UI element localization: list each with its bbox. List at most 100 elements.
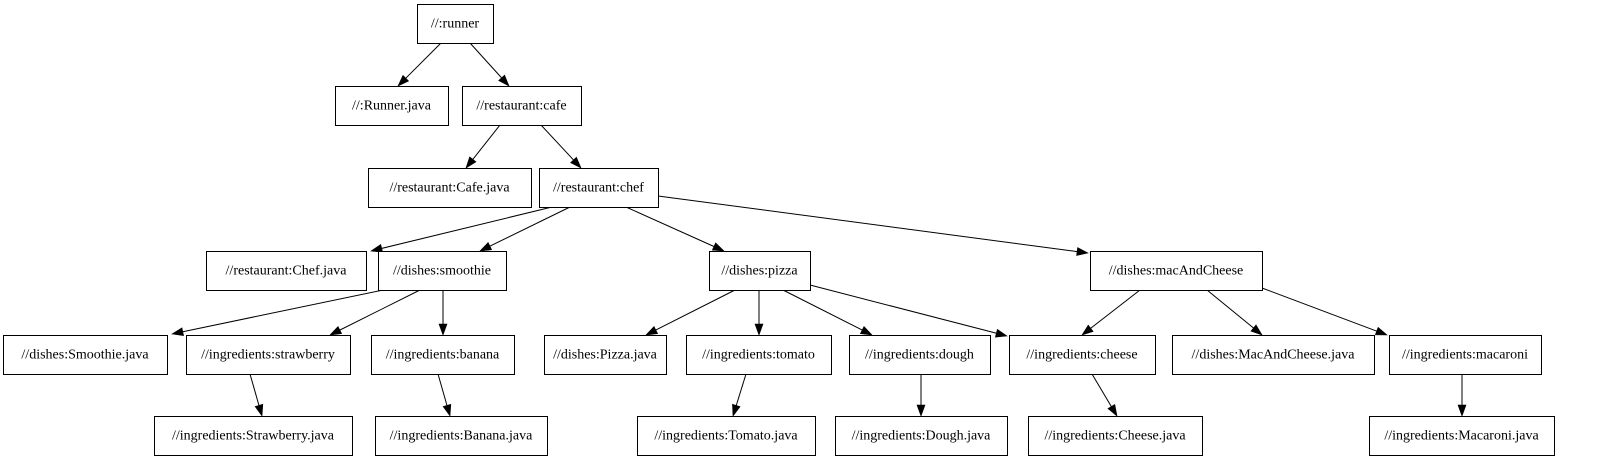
- edges-layer: [171, 42, 1467, 417]
- edge-arrowhead-icon: [994, 328, 1008, 338]
- edge-line: [488, 206, 571, 248]
- node-box[interactable]: [417, 4, 494, 44]
- node-box[interactable]: [375, 416, 548, 456]
- node-strawberry_java[interactable]: //ingredients:Strawberry.java: [154, 416, 353, 456]
- edge-line: [809, 284, 998, 335]
- node-pizza_java[interactable]: //dishes:Pizza.java: [544, 335, 667, 375]
- edge-line: [1206, 289, 1255, 330]
- edge-arrowhead-icon: [442, 403, 452, 417]
- node-ing_dough[interactable]: //ingredients:dough: [849, 335, 991, 375]
- node-ing_strawberry[interactable]: //ingredients:strawberry: [186, 335, 351, 375]
- node-dishes_macandchee[interactable]: //dishes:macAndCheese: [1090, 251, 1263, 291]
- node-box[interactable]: [3, 335, 168, 375]
- edge-arrowhead-icon: [254, 403, 264, 417]
- node-smoothie_java[interactable]: //dishes:Smoothie.java: [3, 335, 168, 375]
- edge-restaurant_chef-to-dishes_macandchee: [657, 195, 1089, 256]
- edge-arrowhead-icon: [1457, 404, 1467, 417]
- edge-line: [249, 373, 260, 407]
- node-restaurant_cafe[interactable]: //restaurant:cafe: [462, 86, 582, 126]
- edge-arrowhead-icon: [711, 242, 725, 252]
- edge-ing_cheese-to-cheese_java: [1091, 373, 1118, 417]
- edge-line: [654, 289, 736, 332]
- edge-dishes_pizza-to-ing_cheese: [809, 284, 1008, 338]
- node-runner[interactable]: //:runner: [417, 4, 494, 44]
- edge-dishes_pizza-to-pizza_java: [645, 289, 736, 336]
- node-chef_java[interactable]: //restaurant:Chef.java: [206, 251, 367, 291]
- node-dishes_smoothie[interactable]: //dishes:smoothie: [378, 251, 507, 291]
- node-runner_java[interactable]: //:Runner.java: [335, 86, 449, 126]
- node-box[interactable]: [206, 251, 367, 291]
- edge-runner-to-runner_java: [397, 42, 442, 87]
- edge-line: [625, 206, 716, 248]
- node-dishes_pizza[interactable]: //dishes:pizza: [709, 251, 811, 291]
- edge-line: [380, 206, 553, 250]
- edge-arrowhead-icon: [1081, 324, 1094, 336]
- node-box[interactable]: [539, 168, 659, 208]
- node-tomato_java[interactable]: //ingredients:Tomato.java: [637, 416, 816, 456]
- node-ing_tomato[interactable]: //ingredients:tomato: [686, 335, 832, 375]
- edge-arrowhead-icon: [465, 156, 477, 169]
- node-box[interactable]: [154, 416, 353, 456]
- edge-restaurant_chef-to-dishes_pizza: [625, 206, 725, 252]
- edge-line: [469, 42, 503, 80]
- edge-dishes_pizza-to-ing_tomato: [754, 290, 764, 336]
- node-ing_macaroni[interactable]: //ingredients:macaroni: [1389, 335, 1542, 375]
- node-ing_banana[interactable]: //ingredients:banana: [371, 335, 515, 375]
- edge-arrowhead-icon: [570, 156, 582, 169]
- edge-line: [1261, 287, 1379, 333]
- node-box[interactable]: [835, 416, 1008, 456]
- node-ing_cheese[interactable]: //ingredients:cheese: [1009, 335, 1156, 375]
- node-box[interactable]: [1369, 416, 1555, 456]
- edge-line: [540, 124, 575, 162]
- edge-restaurant_cafe-to-cafe_java: [465, 124, 501, 169]
- edge-arrowhead-icon: [498, 74, 510, 87]
- node-dough_java[interactable]: //ingredients:Dough.java: [835, 416, 1008, 456]
- node-box[interactable]: [371, 335, 515, 375]
- edge-line: [782, 289, 864, 332]
- node-box[interactable]: [186, 335, 351, 375]
- edge-arrowhead-icon: [732, 403, 741, 417]
- node-box[interactable]: [1389, 335, 1542, 375]
- node-box[interactable]: [462, 86, 582, 126]
- edge-arrowhead-icon: [397, 74, 410, 87]
- node-macaroni_java[interactable]: //ingredients:Macaroni.java: [1369, 416, 1555, 456]
- edge-dishes_pizza-to-ing_dough: [782, 289, 873, 336]
- node-box[interactable]: [1028, 416, 1203, 456]
- node-box[interactable]: [368, 168, 532, 208]
- edge-line: [657, 195, 1079, 253]
- node-box[interactable]: [686, 335, 832, 375]
- node-macandcheese_java[interactable]: //dishes:MacAndCheese.java: [1172, 335, 1375, 375]
- node-box[interactable]: [544, 335, 667, 375]
- edge-arrowhead-icon: [754, 323, 764, 336]
- edge-restaurant_cafe-to-restaurant_chef: [540, 124, 582, 169]
- nodes-layer: //:runner //:Runner.java //restaurant:cafe…: [3, 4, 1555, 456]
- node-box[interactable]: [1172, 335, 1375, 375]
- node-box[interactable]: [1090, 251, 1263, 291]
- node-box[interactable]: [378, 251, 507, 291]
- edge-dishes_macandchee-to-macandcheese_java: [1206, 289, 1263, 336]
- edge-arrowhead-icon: [916, 404, 926, 417]
- edge-arrowhead-icon: [1374, 326, 1388, 336]
- node-cheese_java[interactable]: //ingredients:Cheese.java: [1028, 416, 1203, 456]
- edge-dishes_smoothie-to-ing_banana: [438, 290, 448, 336]
- edge-restaurant_chef-to-dishes_smoothie: [479, 206, 571, 252]
- edge-line: [338, 289, 421, 332]
- edge-line: [735, 373, 747, 407]
- node-box[interactable]: [709, 251, 811, 291]
- node-box[interactable]: [1009, 335, 1156, 375]
- edge-line: [1089, 289, 1141, 330]
- node-box[interactable]: [849, 335, 991, 375]
- edge-arrowhead-icon: [645, 325, 659, 336]
- node-restaurant_chef[interactable]: //restaurant:chef: [539, 168, 659, 208]
- edge-arrowhead-icon: [329, 325, 343, 336]
- edge-arrowhead-icon: [438, 323, 448, 336]
- node-cafe_java[interactable]: //restaurant:Cafe.java: [368, 168, 532, 208]
- edge-ing_tomato-to-tomato_java: [732, 373, 747, 417]
- edge-arrowhead-icon: [370, 244, 384, 253]
- node-banana_java[interactable]: //ingredients:Banana.java: [375, 416, 548, 456]
- node-box[interactable]: [637, 416, 816, 456]
- edge-line: [181, 289, 384, 333]
- edge-arrowhead-icon: [859, 325, 873, 336]
- node-box[interactable]: [335, 86, 449, 126]
